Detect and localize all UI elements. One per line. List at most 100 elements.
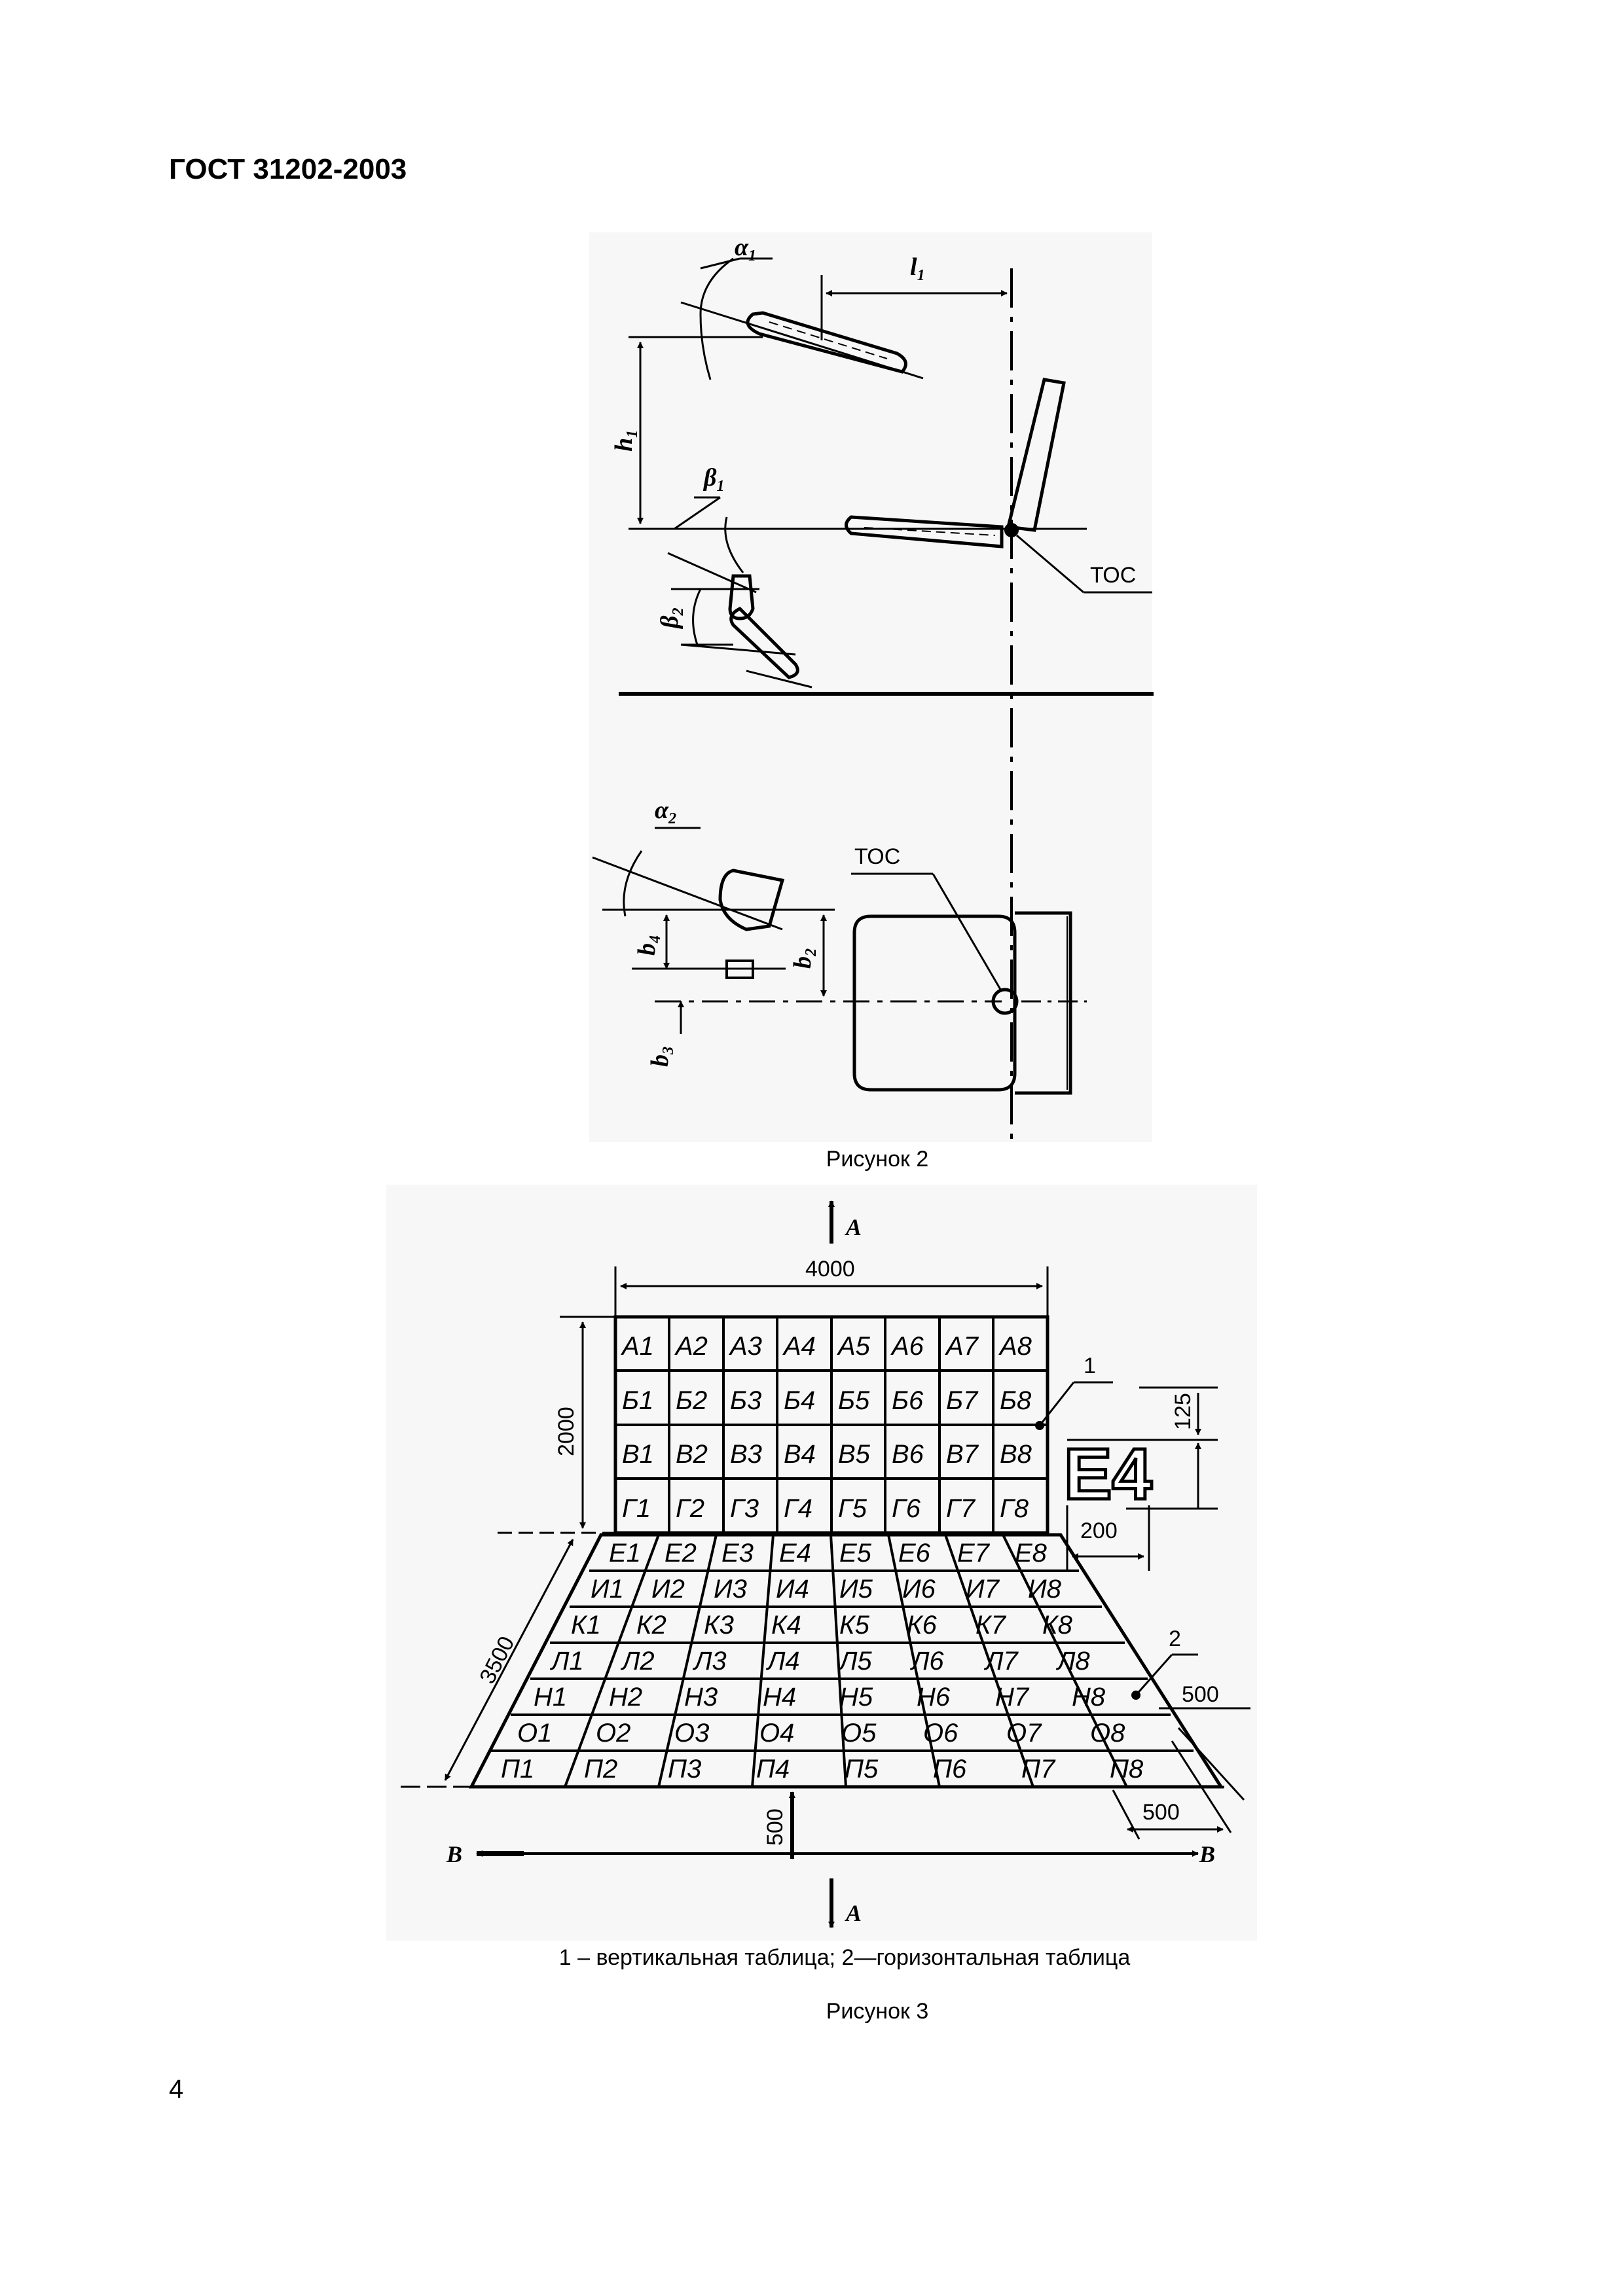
table-cell: Е7 <box>957 1539 991 1568</box>
table-cell: К1 <box>571 1611 601 1640</box>
table-cell: Б7 <box>946 1386 979 1415</box>
table-cell: Е4 <box>779 1539 811 1568</box>
table-cell: К2 <box>636 1611 666 1640</box>
table-cell: В8 <box>1000 1440 1032 1469</box>
table-cell: И1 <box>591 1575 624 1604</box>
table-cell: Б4 <box>784 1386 815 1415</box>
table-cell: О2 <box>596 1719 630 1748</box>
vertical-table: А1 А2 А3 А4 А5 А6 А7 А8 Б1 Б2 Б3 Б4 Б5 Б… <box>621 1332 1032 1523</box>
table-cell: К8 <box>1042 1611 1073 1640</box>
table-cell: Г1 <box>622 1494 651 1523</box>
h1-label: h1 <box>610 430 641 452</box>
table-cell: Н3 <box>684 1683 718 1712</box>
table-cell: Е6 <box>898 1539 931 1568</box>
table-cell: Н7 <box>995 1683 1030 1712</box>
toc-label-bottom: ТОС <box>854 844 900 869</box>
table-cell: Л6 <box>909 1647 944 1676</box>
b3-label: b3 <box>646 1047 677 1067</box>
table-cell: Л3 <box>692 1647 727 1676</box>
table-cell: О6 <box>923 1719 958 1748</box>
table-cell: И2 <box>651 1575 685 1604</box>
table-cell: Б8 <box>1000 1386 1032 1415</box>
arrow-b-left-label: B <box>446 1841 462 1867</box>
table-cell: В7 <box>946 1440 979 1469</box>
table-cell: Л2 <box>620 1647 655 1676</box>
table-cell: П7 <box>1021 1755 1056 1784</box>
table-cell: И3 <box>714 1575 747 1604</box>
toc-label-top: ТОС <box>1090 563 1136 588</box>
table-cell: О4 <box>759 1719 794 1748</box>
beta1-label: β1 <box>702 464 724 495</box>
alpha1-label: α1 <box>735 234 756 264</box>
table-cell: П3 <box>668 1755 701 1784</box>
dim-500-bottom-label: 500 <box>763 1808 788 1846</box>
dim-500-right-label: 500 <box>1182 1682 1219 1707</box>
callout-2-label: 2 <box>1169 1626 1181 1651</box>
table-cell: В5 <box>838 1440 871 1469</box>
page-number: 4 <box>169 2075 184 2104</box>
sample-glyph: E4 <box>1064 1434 1152 1515</box>
table-cell: Е1 <box>609 1539 641 1568</box>
table-cell: В1 <box>622 1440 654 1469</box>
table-cell: Г5 <box>838 1494 867 1523</box>
table-cell: О3 <box>674 1719 709 1748</box>
table-cell: П8 <box>1110 1755 1144 1784</box>
table-cell: А4 <box>782 1332 816 1361</box>
table-cell: К6 <box>907 1611 938 1640</box>
table-cell: И7 <box>966 1575 1000 1604</box>
table-cell: А8 <box>998 1332 1032 1361</box>
table-cell: Б5 <box>838 1386 870 1415</box>
table-cell: И5 <box>839 1575 873 1604</box>
table-cell: П1 <box>501 1755 534 1784</box>
table-cell: А1 <box>621 1332 654 1361</box>
table-cell: Г6 <box>892 1494 921 1523</box>
table-cell: К5 <box>839 1611 870 1640</box>
table-cell: И4 <box>776 1575 809 1604</box>
table-cell: В3 <box>730 1440 762 1469</box>
arrow-b-right-label: B <box>1199 1841 1215 1867</box>
figure-3-caption: Рисунок 3 <box>826 1999 929 2024</box>
dim-height-label: 2000 <box>554 1407 579 1456</box>
table-cell: П6 <box>933 1755 967 1784</box>
table-cell: Н1 <box>534 1683 567 1712</box>
document-code: ГОСТ 31202-2003 <box>169 153 407 185</box>
table-cell: Б2 <box>676 1386 707 1415</box>
table-cell: Л4 <box>765 1647 800 1676</box>
table-cell: О7 <box>1006 1719 1042 1748</box>
table-cell: О1 <box>517 1719 552 1748</box>
table-cell: Н2 <box>609 1683 642 1712</box>
table-cell: И8 <box>1028 1575 1062 1604</box>
dim-200-label: 200 <box>1080 1518 1118 1543</box>
table-cell: Б1 <box>622 1386 653 1415</box>
table-cell: П5 <box>845 1755 879 1784</box>
l1-label: l1 <box>910 253 925 284</box>
table-cell: В2 <box>676 1440 708 1469</box>
table-cell: П2 <box>584 1755 617 1784</box>
table-cell: К3 <box>704 1611 734 1640</box>
figure-2-drawing <box>589 232 1154 1142</box>
alpha2-label: α2 <box>655 797 676 827</box>
table-cell: Н8 <box>1072 1683 1106 1712</box>
figure-2-caption: Рисунок 2 <box>826 1147 929 1172</box>
table-cell: Г7 <box>946 1494 976 1523</box>
table-cell: П4 <box>756 1755 790 1784</box>
table-cell: А2 <box>674 1332 708 1361</box>
dim-125-label: 125 <box>1171 1393 1195 1430</box>
table-cell: Л8 <box>1055 1647 1090 1676</box>
table-cell: Н4 <box>763 1683 796 1712</box>
table-cell: В6 <box>892 1440 924 1469</box>
table-cell: Н6 <box>917 1683 951 1712</box>
table-cell: О5 <box>841 1719 877 1748</box>
table-cell: И6 <box>902 1575 936 1604</box>
table-cell: Г3 <box>730 1494 759 1523</box>
callout-1-label: 1 <box>1084 1354 1096 1378</box>
table-cell: Л7 <box>983 1647 1019 1676</box>
table-cell: К7 <box>976 1611 1007 1640</box>
table-cell: Г4 <box>784 1494 812 1523</box>
table-cell: Е8 <box>1015 1539 1048 1568</box>
arrow-a-bottom-label: A <box>845 1900 862 1926</box>
figure-3-drawing <box>386 1185 1257 1941</box>
b2-label: b2 <box>789 948 820 969</box>
figure-3-legend: 1 – вертикальная таблица; 2—горизонтальн… <box>558 1945 1131 1970</box>
